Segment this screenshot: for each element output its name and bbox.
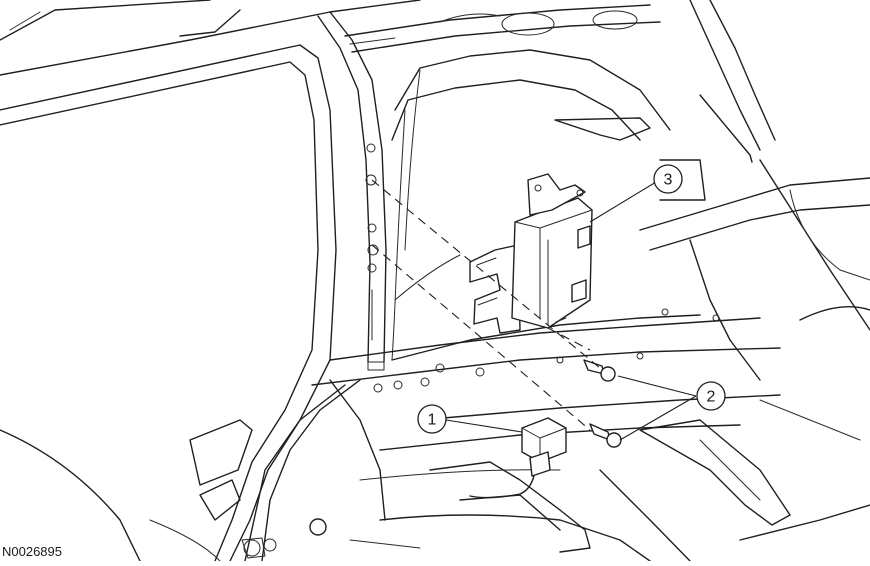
callout-2: 2 [696, 381, 726, 411]
module-assembly [469, 173, 593, 334]
callout-1-label: 1 [428, 412, 437, 429]
bolt-upper [583, 359, 616, 382]
alignment-lines [371, 179, 601, 431]
callout-2-label: 2 [707, 389, 716, 406]
callout-1: 1 [417, 404, 447, 434]
relay-connector [469, 417, 567, 499]
bolt-lower [589, 423, 622, 448]
figure-id: N0026895 [2, 544, 62, 559]
leader-lines [445, 181, 697, 441]
callout-3-label: 3 [664, 172, 673, 189]
callout-3: 3 [653, 164, 683, 194]
